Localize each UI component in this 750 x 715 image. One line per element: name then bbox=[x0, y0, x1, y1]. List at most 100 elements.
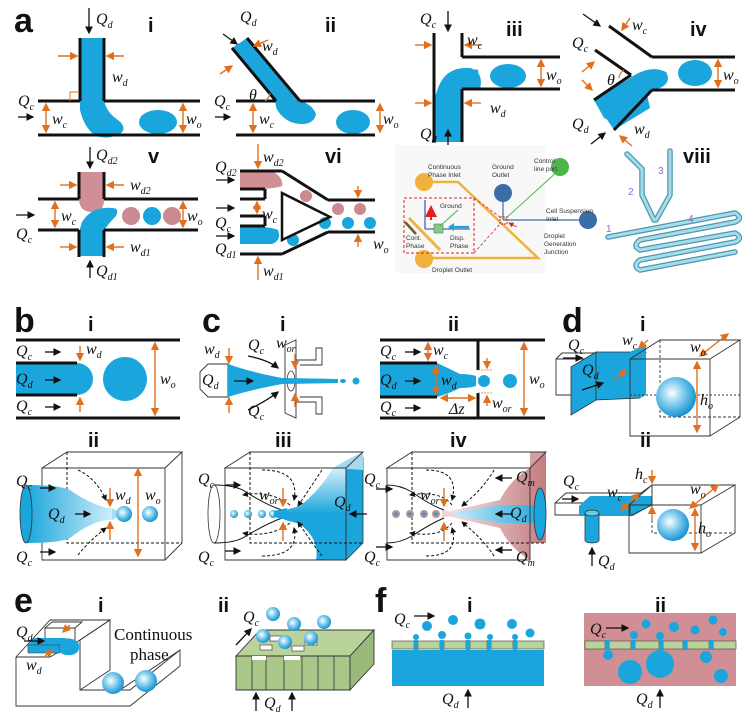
panel-label-a-v: v bbox=[148, 146, 160, 168]
symbol-Qc: Qc bbox=[198, 471, 215, 491]
symbol-wd: wd bbox=[441, 372, 458, 392]
symbol-Qc: Qc bbox=[568, 337, 585, 357]
symbol-wo: wo bbox=[690, 481, 706, 501]
panel-label-a-ii: ii bbox=[325, 15, 336, 37]
symbol-Qc: Qc bbox=[364, 549, 381, 569]
viii-label-2: 2 bbox=[628, 187, 634, 198]
panel-c-iii: iii Qc wor Qd Qc bbox=[198, 430, 367, 569]
symbol-Qd: Qd bbox=[202, 372, 220, 392]
symbol-wd: wd bbox=[634, 121, 651, 141]
symbol-wd1: wd1 bbox=[130, 239, 151, 259]
symbol-wor: wor bbox=[420, 487, 440, 507]
symbol-Qm: Qm bbox=[516, 549, 535, 569]
symbol-Qc: Qc bbox=[16, 343, 33, 363]
panel-label-d-i: i bbox=[640, 314, 646, 336]
symbol-ho: ho bbox=[700, 392, 713, 412]
panel-a-iii: iii Qc wc wo wd Qd bbox=[415, 11, 562, 146]
panel-b-i: i Qc wd Qd wo Qc bbox=[16, 314, 180, 420]
symbol-wc: wc bbox=[259, 111, 275, 131]
section-label-a: a bbox=[14, 2, 34, 40]
panel-label-b-ii: ii bbox=[88, 430, 99, 452]
symbol-Qd1: Qd1 bbox=[215, 241, 237, 261]
vii-label-cont-phase: Cont.Phase bbox=[406, 235, 425, 250]
symbol-wo: wo bbox=[383, 111, 399, 131]
symbol-Qd: Qd bbox=[240, 9, 258, 29]
symbol-Qd1: Qd1 bbox=[96, 263, 118, 283]
symbol-Qd: Qd bbox=[572, 116, 590, 136]
panel-label-e-ii: ii bbox=[218, 595, 229, 617]
panel-label-c-i: i bbox=[280, 314, 286, 336]
symbol-wc: wc bbox=[632, 17, 648, 37]
symbol-wd: wd bbox=[490, 100, 507, 120]
panel-label-a-viii: viii bbox=[683, 146, 711, 168]
symbol-Qc: Qc bbox=[243, 609, 260, 629]
panel-label-a-iv: iv bbox=[690, 19, 708, 41]
symbol-Qc: Qc bbox=[16, 549, 33, 569]
symbol-Qc: Qc bbox=[16, 398, 33, 418]
panel-d-ii: ii Qc hc wc wo ho Qd bbox=[554, 430, 737, 573]
symbol-Qc: Qc bbox=[563, 473, 580, 493]
panel-label-c-ii: ii bbox=[448, 314, 459, 336]
symbol-wd2: wd2 bbox=[130, 177, 151, 197]
symbol-Qd: Qd bbox=[598, 553, 616, 573]
panel-e-ii: ii Qc Qd bbox=[218, 595, 376, 715]
symbol-Qd: Qd bbox=[334, 494, 352, 514]
panel-a-viii: viii 1 2 3 4 bbox=[605, 146, 743, 273]
symbol-wo: wo bbox=[186, 111, 202, 131]
symbol-hc: hc bbox=[635, 466, 648, 486]
panel-label-b-i: i bbox=[88, 314, 94, 336]
panel-c-ii: ii Qc wc Qd wd wo Δz wor Qc bbox=[380, 314, 545, 420]
panel-a-v: v Qd2 wd2 wc wo Qc wd1 Qd1 bbox=[16, 146, 203, 283]
symbol-wd: wd bbox=[86, 341, 103, 361]
symbol-theta: θ bbox=[249, 87, 257, 104]
section-label-f: f bbox=[375, 582, 387, 620]
vii-label-ground: Ground bbox=[440, 203, 462, 210]
symbol-wd2: wd2 bbox=[263, 149, 284, 169]
panel-label-a-i: i bbox=[148, 15, 154, 37]
section-label-d: d bbox=[562, 302, 583, 340]
vii-label-droplet-outlet: Droplet Outlet bbox=[432, 267, 472, 274]
section-label-b: b bbox=[14, 302, 35, 340]
symbol-Qd: Qd bbox=[16, 624, 34, 644]
symbol-wor: wor bbox=[276, 335, 296, 355]
panel-label-a-vi: vi bbox=[325, 146, 342, 168]
symbol-wo: wo bbox=[529, 371, 545, 391]
symbol-wo: wo bbox=[546, 67, 562, 87]
symbol-wo: wo bbox=[723, 67, 739, 87]
symbol-wd: wd bbox=[26, 657, 43, 677]
symbol-wc: wc bbox=[607, 484, 623, 504]
symbol-wd: wd bbox=[204, 341, 221, 361]
symbol-ho: ho bbox=[698, 520, 711, 540]
symbol-wd: wd bbox=[262, 38, 279, 58]
symbol-Qd: Qd bbox=[442, 691, 460, 711]
symbol-Qc: Qc bbox=[215, 215, 232, 235]
symbol-Qc: Qc bbox=[248, 403, 265, 423]
symbol-Qc: Qc bbox=[198, 549, 215, 569]
panel-label-a-iii: iii bbox=[506, 19, 523, 41]
symbol-wc: wc bbox=[467, 32, 483, 52]
symbol-wc: wc bbox=[622, 332, 638, 352]
symbol-wor: wor bbox=[492, 395, 512, 415]
panel-a-ii-outlet-width: wo bbox=[375, 102, 399, 134]
panel-c-i: i wd Qc wor Qd Qc bbox=[199, 314, 360, 423]
symbol-Qc: Qc bbox=[16, 473, 33, 493]
panel-label-f-i: i bbox=[467, 595, 473, 617]
panel-label-d-ii: ii bbox=[640, 430, 651, 452]
symbol-Qc: Qc bbox=[572, 35, 589, 55]
panel-d-i: i Qc wc Qd wo ho bbox=[555, 314, 742, 437]
symbol-Qd: Qd bbox=[96, 11, 114, 31]
symbol-Qd: Qd bbox=[16, 371, 34, 391]
symbol-Qd: Qd bbox=[380, 372, 398, 392]
panel-c-iv: iv Qc wor Qm Qd Qm Qc bbox=[364, 430, 548, 569]
symbol-Qc: Qc bbox=[394, 611, 411, 631]
symbol-wc: wc bbox=[262, 206, 278, 226]
symbol-Qd2: Qd2 bbox=[96, 147, 118, 167]
symbol-wd1: wd1 bbox=[263, 263, 284, 283]
